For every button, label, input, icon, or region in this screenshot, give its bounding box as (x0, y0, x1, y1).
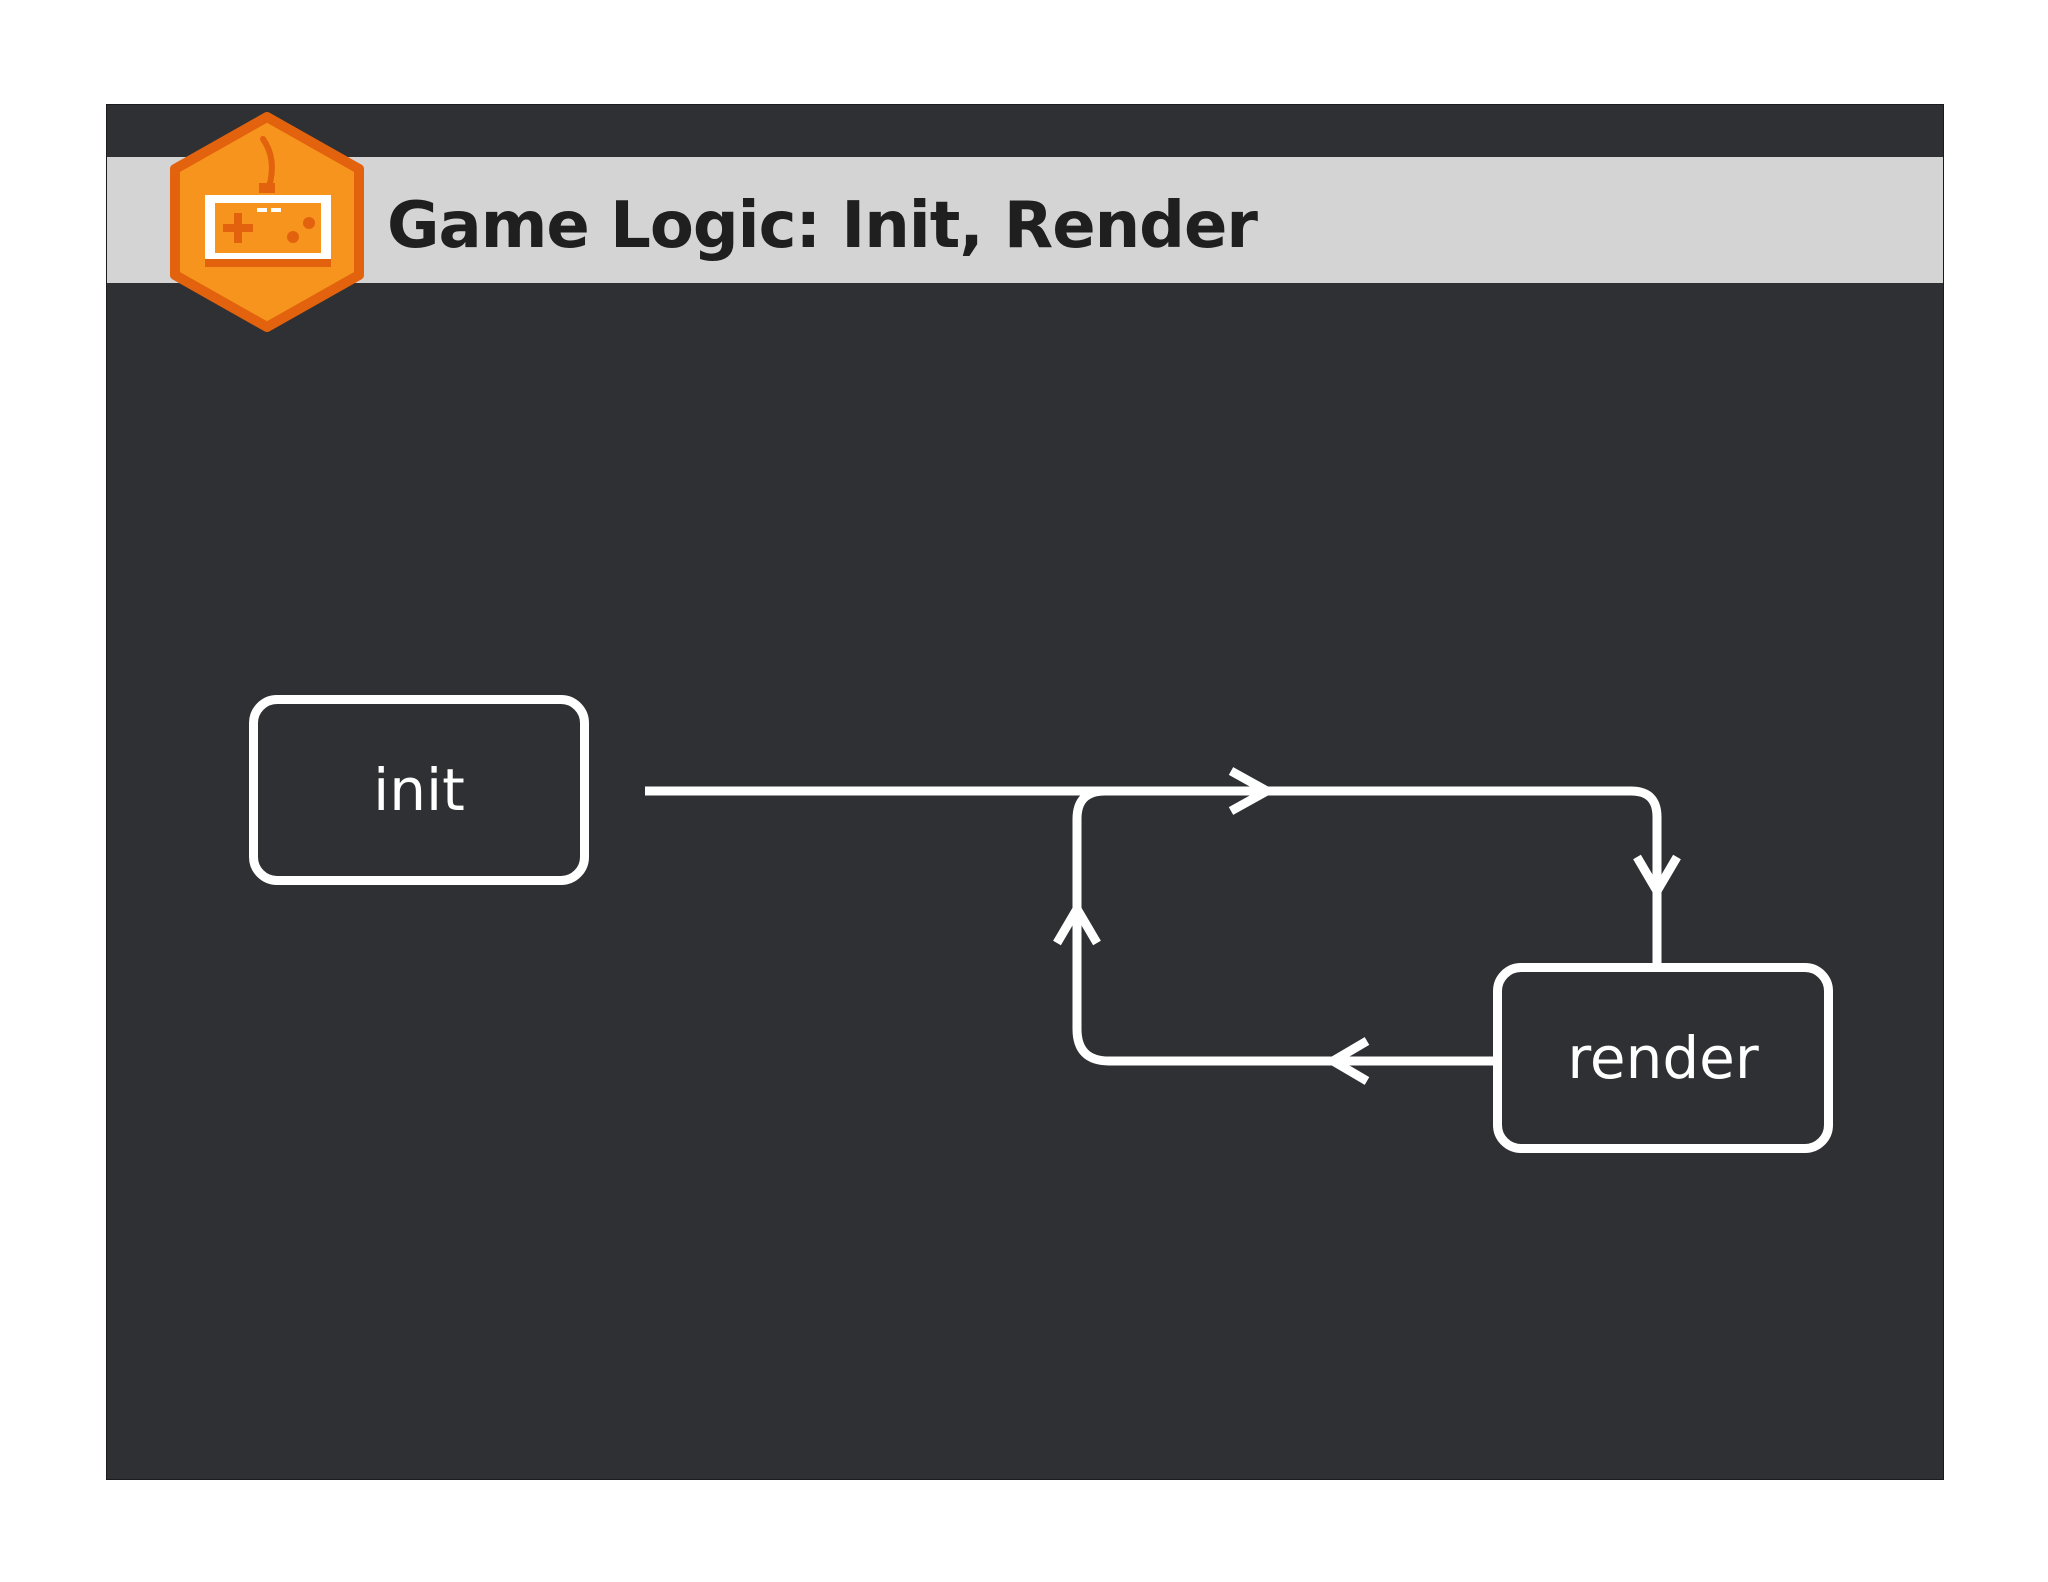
node-init: init (249, 695, 589, 885)
page-title: Game Logic: Init, Render (387, 189, 1258, 263)
edge-render-loop (1072, 786, 1493, 1066)
node-init-label: init (373, 756, 465, 824)
arrowhead-down (1633, 854, 1681, 900)
flow-diagram (645, 767, 1681, 1085)
edge-init-to-render (645, 786, 1662, 965)
title-bar (107, 157, 1943, 283)
slide: Game Logic: Init, Render init render (106, 104, 1944, 1480)
game-controller-icon (170, 112, 364, 332)
node-render-label: render (1567, 1024, 1759, 1092)
arrowhead-right (1228, 767, 1277, 815)
node-render: render (1493, 963, 1833, 1153)
arrowhead-up (1053, 900, 1101, 946)
arrowhead-left (1324, 1037, 1370, 1085)
